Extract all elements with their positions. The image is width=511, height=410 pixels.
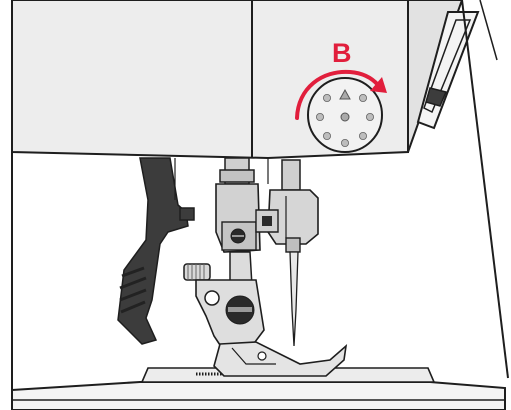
foot-screw-slot — [228, 307, 252, 312]
needle-holder — [285, 237, 301, 253]
dial-center — [340, 112, 350, 122]
outline-line — [479, 0, 498, 61]
dial-dot — [358, 131, 367, 140]
thumbscrew-grip — [187, 264, 205, 280]
presser-foot-sole — [213, 341, 348, 377]
outline-line — [461, 0, 509, 379]
clockwise-arrow-icon — [295, 69, 387, 120]
dial-dot — [322, 131, 331, 140]
needle-clamp-body — [267, 189, 319, 245]
dial-dot — [358, 94, 367, 103]
callout-label-b: B — [332, 38, 352, 68]
machine-head — [11, 0, 509, 379]
dial-indicator — [339, 88, 351, 100]
dial-dot — [322, 94, 331, 103]
presser-foot-lifter — [117, 157, 195, 345]
rotation-dial — [307, 77, 383, 153]
needle-bar — [281, 159, 301, 191]
dial-dot — [340, 138, 349, 147]
presser-bar — [215, 157, 261, 287]
presser-bar-collar — [219, 169, 255, 183]
thread-guide-hook — [262, 216, 272, 226]
presser-foot — [183, 263, 348, 377]
presser-foot-lifter-body — [117, 157, 189, 345]
bed-plate — [11, 381, 506, 410]
lifter-screw — [179, 207, 195, 221]
foot-hole — [204, 290, 220, 306]
threading-lever — [425, 87, 448, 107]
clockwise-arrow-arc — [295, 69, 380, 120]
sole-ridge — [231, 347, 276, 365]
dial-dot — [315, 113, 324, 122]
machine-bed — [11, 152, 506, 410]
needle — [289, 251, 299, 347]
sole-hole — [257, 351, 267, 361]
lifter-grip — [119, 266, 147, 314]
clockwise-arrow-head — [370, 77, 387, 93]
needle-clamp — [255, 159, 319, 347]
dial-dot — [365, 113, 374, 122]
